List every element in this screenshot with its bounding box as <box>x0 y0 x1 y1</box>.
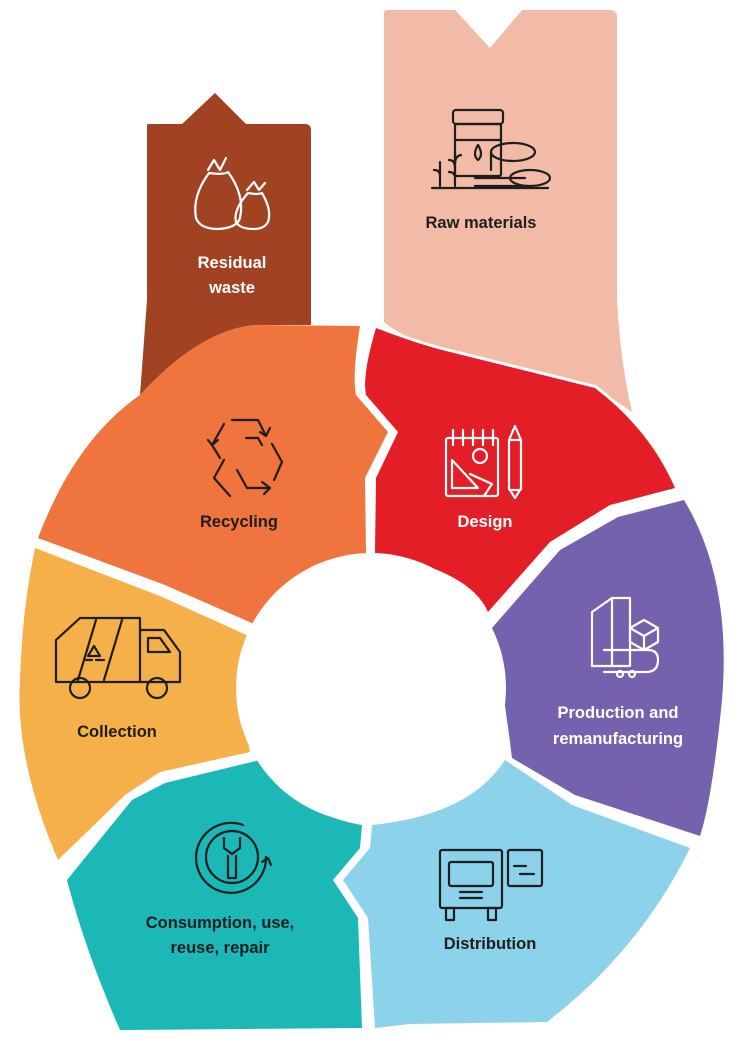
collection-segment <box>19 548 262 860</box>
center-hole <box>236 553 506 823</box>
consumption-label-line2: reuse, repair <box>170 939 270 957</box>
residual-waste-shape <box>140 93 311 395</box>
raw-materials-label: Raw materials <box>426 214 537 232</box>
recycling-label: Recycling <box>200 513 278 531</box>
raw-materials-banner: Raw materials <box>384 10 632 412</box>
distribution-label: Distribution <box>444 935 537 953</box>
distribution-segment <box>339 755 695 1032</box>
residual-waste-label-line1: Residual <box>198 254 267 272</box>
consumption-segment <box>67 760 362 1030</box>
recycle-icon <box>206 418 284 498</box>
garbage-bags-icon <box>194 156 271 231</box>
production-label-line2: remanufacturing <box>553 730 683 748</box>
wrench-cycle-icon <box>194 821 273 894</box>
residual-waste-banner: Residual waste <box>140 93 311 395</box>
production-segment <box>492 500 724 836</box>
factory-machine-icon <box>590 596 660 679</box>
consumption-label-line1: Consumption, use, <box>146 914 295 932</box>
design-tools-icon <box>444 424 523 500</box>
delivery-truck-icon <box>438 848 544 922</box>
design-label: Design <box>457 513 512 531</box>
raw-materials-icon <box>430 108 552 190</box>
cycle-ring <box>19 324 724 1032</box>
collection-label: Collection <box>77 723 157 741</box>
residual-waste-label-line2: waste <box>208 279 255 297</box>
recycling-segment <box>38 325 388 630</box>
raw-materials-shape <box>384 10 632 412</box>
garbage-truck-icon <box>54 616 182 700</box>
production-label-line1: Production and <box>558 704 679 722</box>
